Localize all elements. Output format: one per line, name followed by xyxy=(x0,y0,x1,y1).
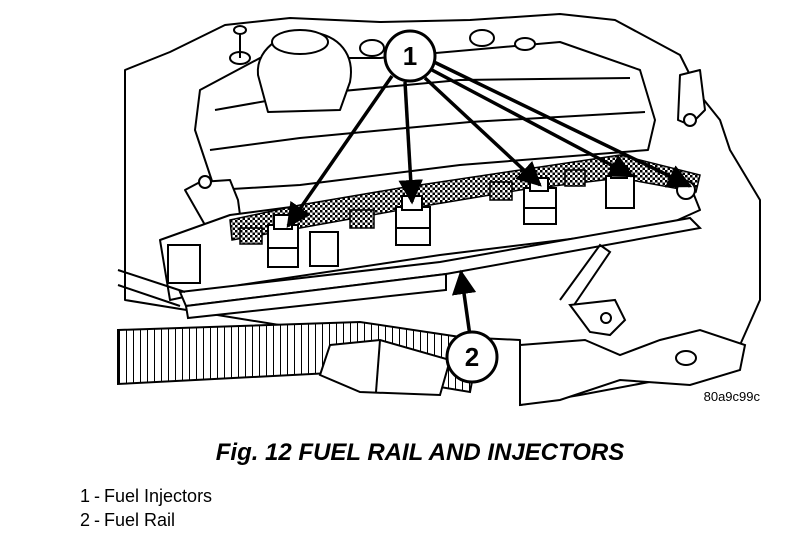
legend-item: 2-Fuel Rail xyxy=(80,510,176,530)
legend-label: Fuel Rail xyxy=(104,510,176,530)
fuel-injector-1 xyxy=(267,214,299,268)
callout-1: 1 xyxy=(383,29,437,83)
callout-2: 2 xyxy=(445,330,499,384)
legend-item: 1-Fuel Injectors xyxy=(80,486,213,506)
legend-label: Fuel Injectors xyxy=(104,486,213,506)
fuel-line xyxy=(117,243,627,337)
callout-1-label: 1 xyxy=(403,41,417,71)
figure-caption: Fig. 12 FUEL RAIL AND INJECTORS xyxy=(215,439,625,466)
legend: 1-Fuel Injectors 2-Fuel Rail xyxy=(80,484,212,532)
callout-2-label: 2 xyxy=(465,342,479,372)
callout-leaders xyxy=(286,60,693,337)
image-code: 80a9c99c xyxy=(704,389,761,404)
legend-number: 2 xyxy=(80,510,91,530)
lower-details xyxy=(318,328,747,407)
fuel-rail xyxy=(178,180,703,320)
fuel-injectors xyxy=(167,165,635,284)
fuel-injector-2 xyxy=(395,195,431,246)
legend-number: 1 xyxy=(80,486,91,506)
